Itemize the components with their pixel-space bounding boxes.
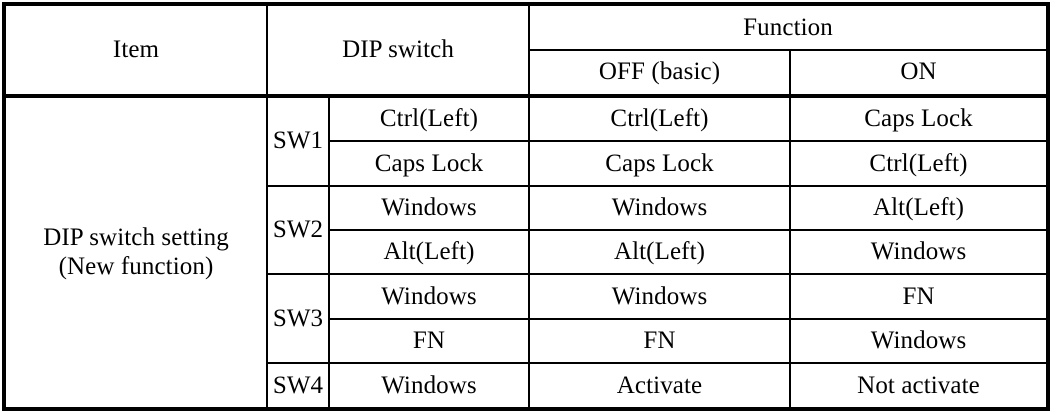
function-off-row-1: Caps Lock — [528, 140, 792, 187]
function-off-row-0: Ctrl(Left) — [528, 93, 792, 143]
switch-label-sw1: SW1 — [266, 93, 330, 187]
function-on-row-2: Alt(Left) — [789, 184, 1050, 232]
dip-value-row-4: Windows — [327, 273, 531, 320]
dip-value-row-5: FN — [327, 317, 531, 365]
switch-label-sw3: SW3 — [266, 273, 330, 365]
header-function: Function — [528, 3, 1050, 51]
table-row: DIP switch setting (New function) SW1 Ct… — [3, 93, 1050, 411]
dip-value-row-1: Caps Lock — [327, 140, 531, 187]
function-on-row-0: Caps Lock — [789, 93, 1050, 143]
table-row: Alt(Left) Alt(Left) Windows — [4, 229, 1050, 276]
function-off-row-5: FN — [528, 317, 792, 365]
item-label-line-2: (New function) — [58, 253, 214, 281]
table-row: FN FN Windows — [4, 317, 1050, 365]
item-label-line-1: DIP switch setting — [43, 223, 229, 251]
dip-switch-table: Item DIP switch Function OFF (basic) ON … — [2, 2, 1051, 411]
dip-value-row-6: Windows — [327, 362, 531, 410]
header-item: Item — [3, 3, 268, 97]
function-on-row-3: Windows — [789, 229, 1050, 276]
table-row: SW3 Windows Windows FN — [4, 273, 1050, 365]
function-off-row-4: Windows — [528, 273, 792, 320]
header-dip-switch: DIP switch — [265, 3, 531, 97]
function-off-row-3: Alt(Left) — [528, 229, 792, 276]
dip-value-row-3: Alt(Left) — [327, 229, 531, 276]
function-on-row-4: FN — [789, 273, 1050, 320]
dip-switch-table-container: Item DIP switch Function OFF (basic) ON … — [2, 2, 1051, 411]
table-row: Caps Lock Caps Lock Ctrl(Left) — [4, 140, 1050, 187]
table-header-row-primary: Item DIP switch Function — [3, 3, 1050, 97]
dip-value-row-0: Ctrl(Left) — [327, 93, 531, 143]
item-dip-switch-setting: DIP switch setting (New function) — [3, 93, 268, 411]
table-header-row-sub: OFF (basic) ON — [4, 48, 1050, 97]
table-row: SW4 Windows Activate Not activate — [4, 362, 1050, 410]
switch-label-sw2: SW2 — [266, 184, 330, 276]
header-function-on: ON — [789, 48, 1050, 97]
function-on-row-6: Not activate — [789, 362, 1050, 410]
function-off-row-2: Windows — [528, 184, 792, 232]
dip-value-row-2: Windows — [327, 184, 531, 232]
function-on-row-1: Ctrl(Left) — [789, 140, 1050, 187]
function-off-row-6: Activate — [528, 362, 792, 410]
header-function-off: OFF (basic) — [528, 48, 792, 97]
table-row: SW2 Windows Windows Alt(Left) — [4, 184, 1050, 276]
switch-label-sw4: SW4 — [266, 362, 330, 410]
function-on-row-5: Windows — [789, 317, 1050, 365]
